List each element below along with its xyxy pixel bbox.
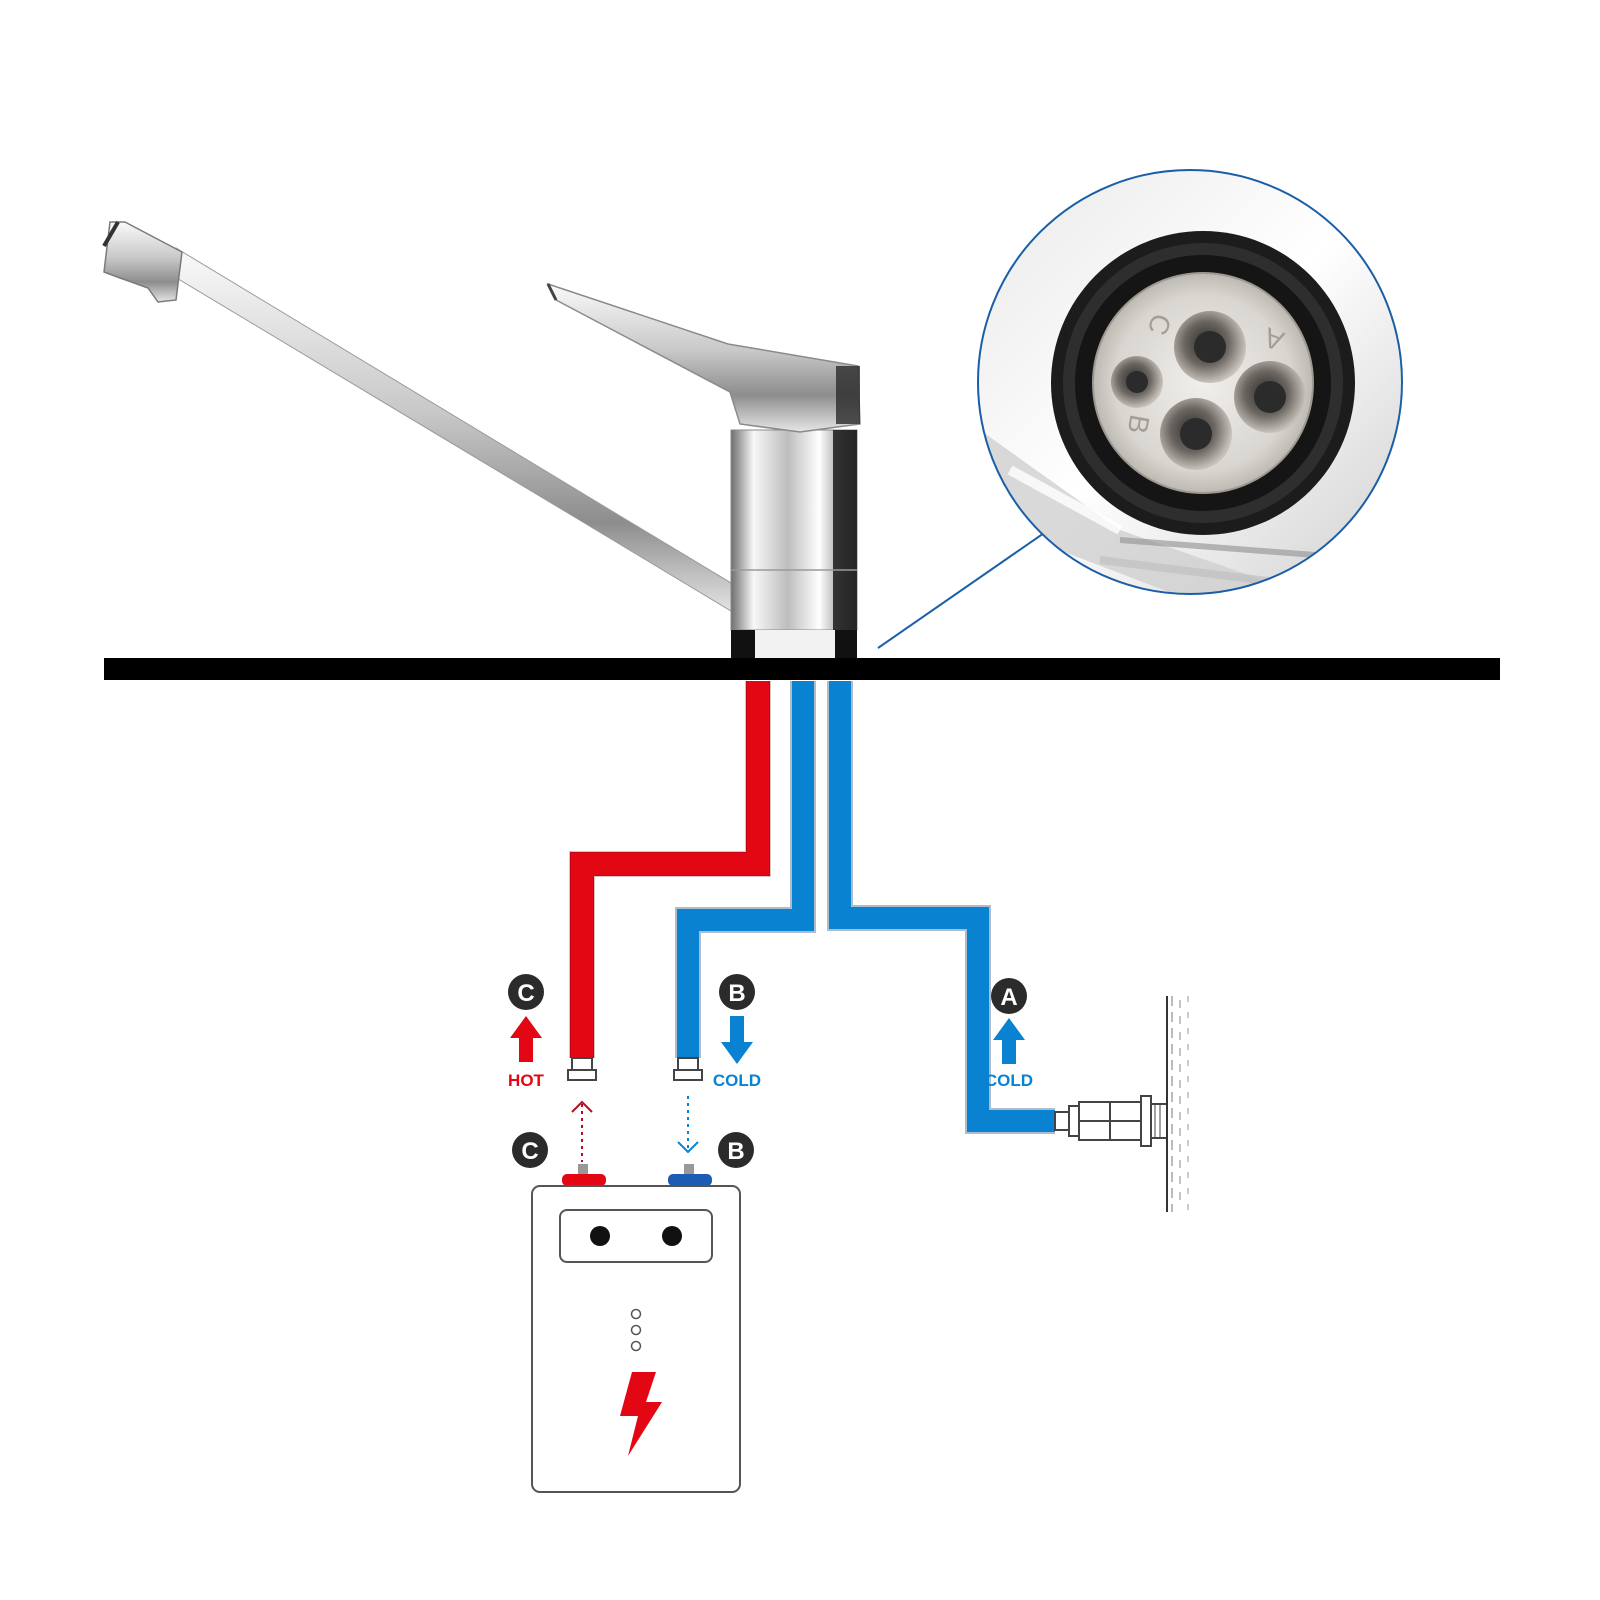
- hot-connection-label: C HOT: [508, 974, 545, 1090]
- arrow-up-icon: [993, 1018, 1025, 1064]
- arrow-up-icon: [510, 1016, 542, 1062]
- faucet-handle: [546, 282, 861, 433]
- cold-label-b: COLD: [713, 1071, 761, 1090]
- angle-valve-icon: [1054, 1095, 1168, 1147]
- badge-c-hose-letter: C: [517, 980, 534, 1007]
- water-heater-icon: C B: [512, 1132, 754, 1493]
- kitchen-faucet-icon: [102, 220, 861, 658]
- badge-b-hose: [719, 974, 755, 1010]
- cold-label-a: COLD: [985, 1071, 1033, 1090]
- countertop: [104, 658, 1500, 680]
- lightning-bolt-icon: [620, 1372, 662, 1456]
- faucet-spout: [148, 247, 747, 615]
- badge-b-heater: [718, 1132, 754, 1168]
- heater-cold-port: [668, 1174, 712, 1186]
- badge-b-heater-letter: B: [727, 1138, 744, 1165]
- hot-hose-fitting: [567, 1057, 597, 1081]
- badge-a-hose-letter: A: [1000, 984, 1017, 1011]
- heater-hot-port: [562, 1174, 606, 1186]
- cold-supply-label: A COLD: [985, 978, 1033, 1090]
- hot-connection-guide: [571, 1100, 593, 1162]
- badge-c-heater-letter: C: [521, 1138, 538, 1165]
- cold-water-hose-to-heater: [675, 681, 816, 1058]
- cold-hose-fitting: [673, 1057, 703, 1081]
- cold-connection-guide: [677, 1096, 699, 1154]
- badge-a-hose: [991, 978, 1027, 1014]
- zoom-leader-line: [877, 521, 1061, 649]
- badge-b-hose-letter: B: [728, 980, 745, 1007]
- arrow-down-icon: [721, 1016, 753, 1064]
- faucet-spout-head: [103, 221, 183, 303]
- wall: [1166, 996, 1189, 1212]
- connection-plate: [1092, 272, 1314, 494]
- cold-water-supply-hose: [827, 681, 1055, 1134]
- hot-label: HOT: [508, 1071, 545, 1090]
- port-label-b: B: [1122, 412, 1156, 436]
- badge-c-hose: [508, 974, 544, 1010]
- heater-display: [559, 1209, 713, 1263]
- badge-c-heater: [512, 1132, 548, 1168]
- hot-water-hose: [569, 681, 771, 1058]
- cold-to-heater-label: B COLD: [713, 974, 761, 1090]
